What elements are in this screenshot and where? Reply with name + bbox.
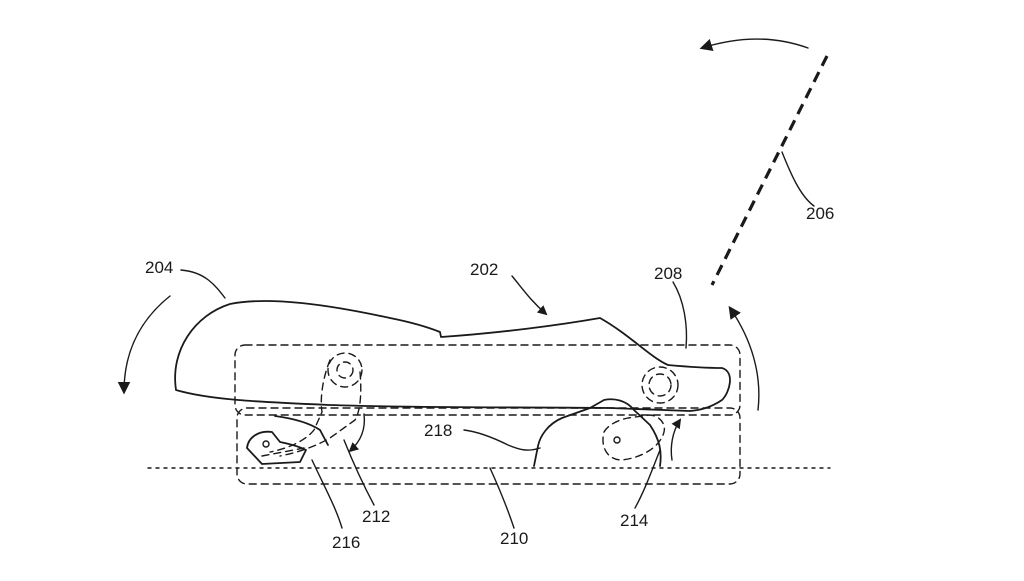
rear-link-arrow	[670, 418, 682, 461]
leader-208	[672, 281, 688, 349]
label-212: 212	[362, 507, 390, 526]
rear-bracket-slot	[602, 414, 666, 461]
label-202: 202	[470, 260, 498, 279]
cushion-rotation-arrow	[117, 295, 171, 395]
front-latch-dash	[261, 447, 305, 457]
label-210: 210	[500, 529, 528, 548]
leader-204	[180, 269, 226, 299]
seat-back	[710, 55, 829, 286]
label-214: 214	[620, 511, 648, 530]
front-latch	[246, 430, 307, 465]
seat-back-rising-arrow	[728, 305, 760, 411]
label-216: 216	[332, 533, 360, 552]
front-link-edge	[279, 371, 362, 457]
leader-216	[311, 459, 343, 529]
label-204: 204	[145, 258, 173, 277]
front-latch-lever	[274, 415, 329, 446]
front-pivot-outer	[327, 352, 363, 388]
front-link-arrow	[348, 413, 366, 453]
label-218: 218	[424, 421, 452, 440]
label-208: 208	[654, 264, 682, 283]
seat-back-rotation-arrow	[699, 38, 809, 51]
rear-pivot-inner	[648, 373, 672, 397]
leader-210	[489, 467, 515, 529]
leader-202	[511, 275, 548, 316]
label-206: 206	[806, 204, 834, 223]
housing-outline-upper	[234, 344, 741, 416]
front-latch-hole	[262, 440, 270, 448]
rear-bracket-hole	[613, 436, 621, 444]
front-pivot-inner	[336, 361, 354, 379]
leader-214	[634, 449, 661, 509]
leader-218	[463, 429, 541, 451]
rear-pivot-outer	[641, 366, 679, 404]
front-link	[269, 359, 331, 453]
leader-212	[343, 439, 375, 506]
leader-206	[781, 151, 815, 207]
seat-cushion-outline	[174, 300, 731, 412]
